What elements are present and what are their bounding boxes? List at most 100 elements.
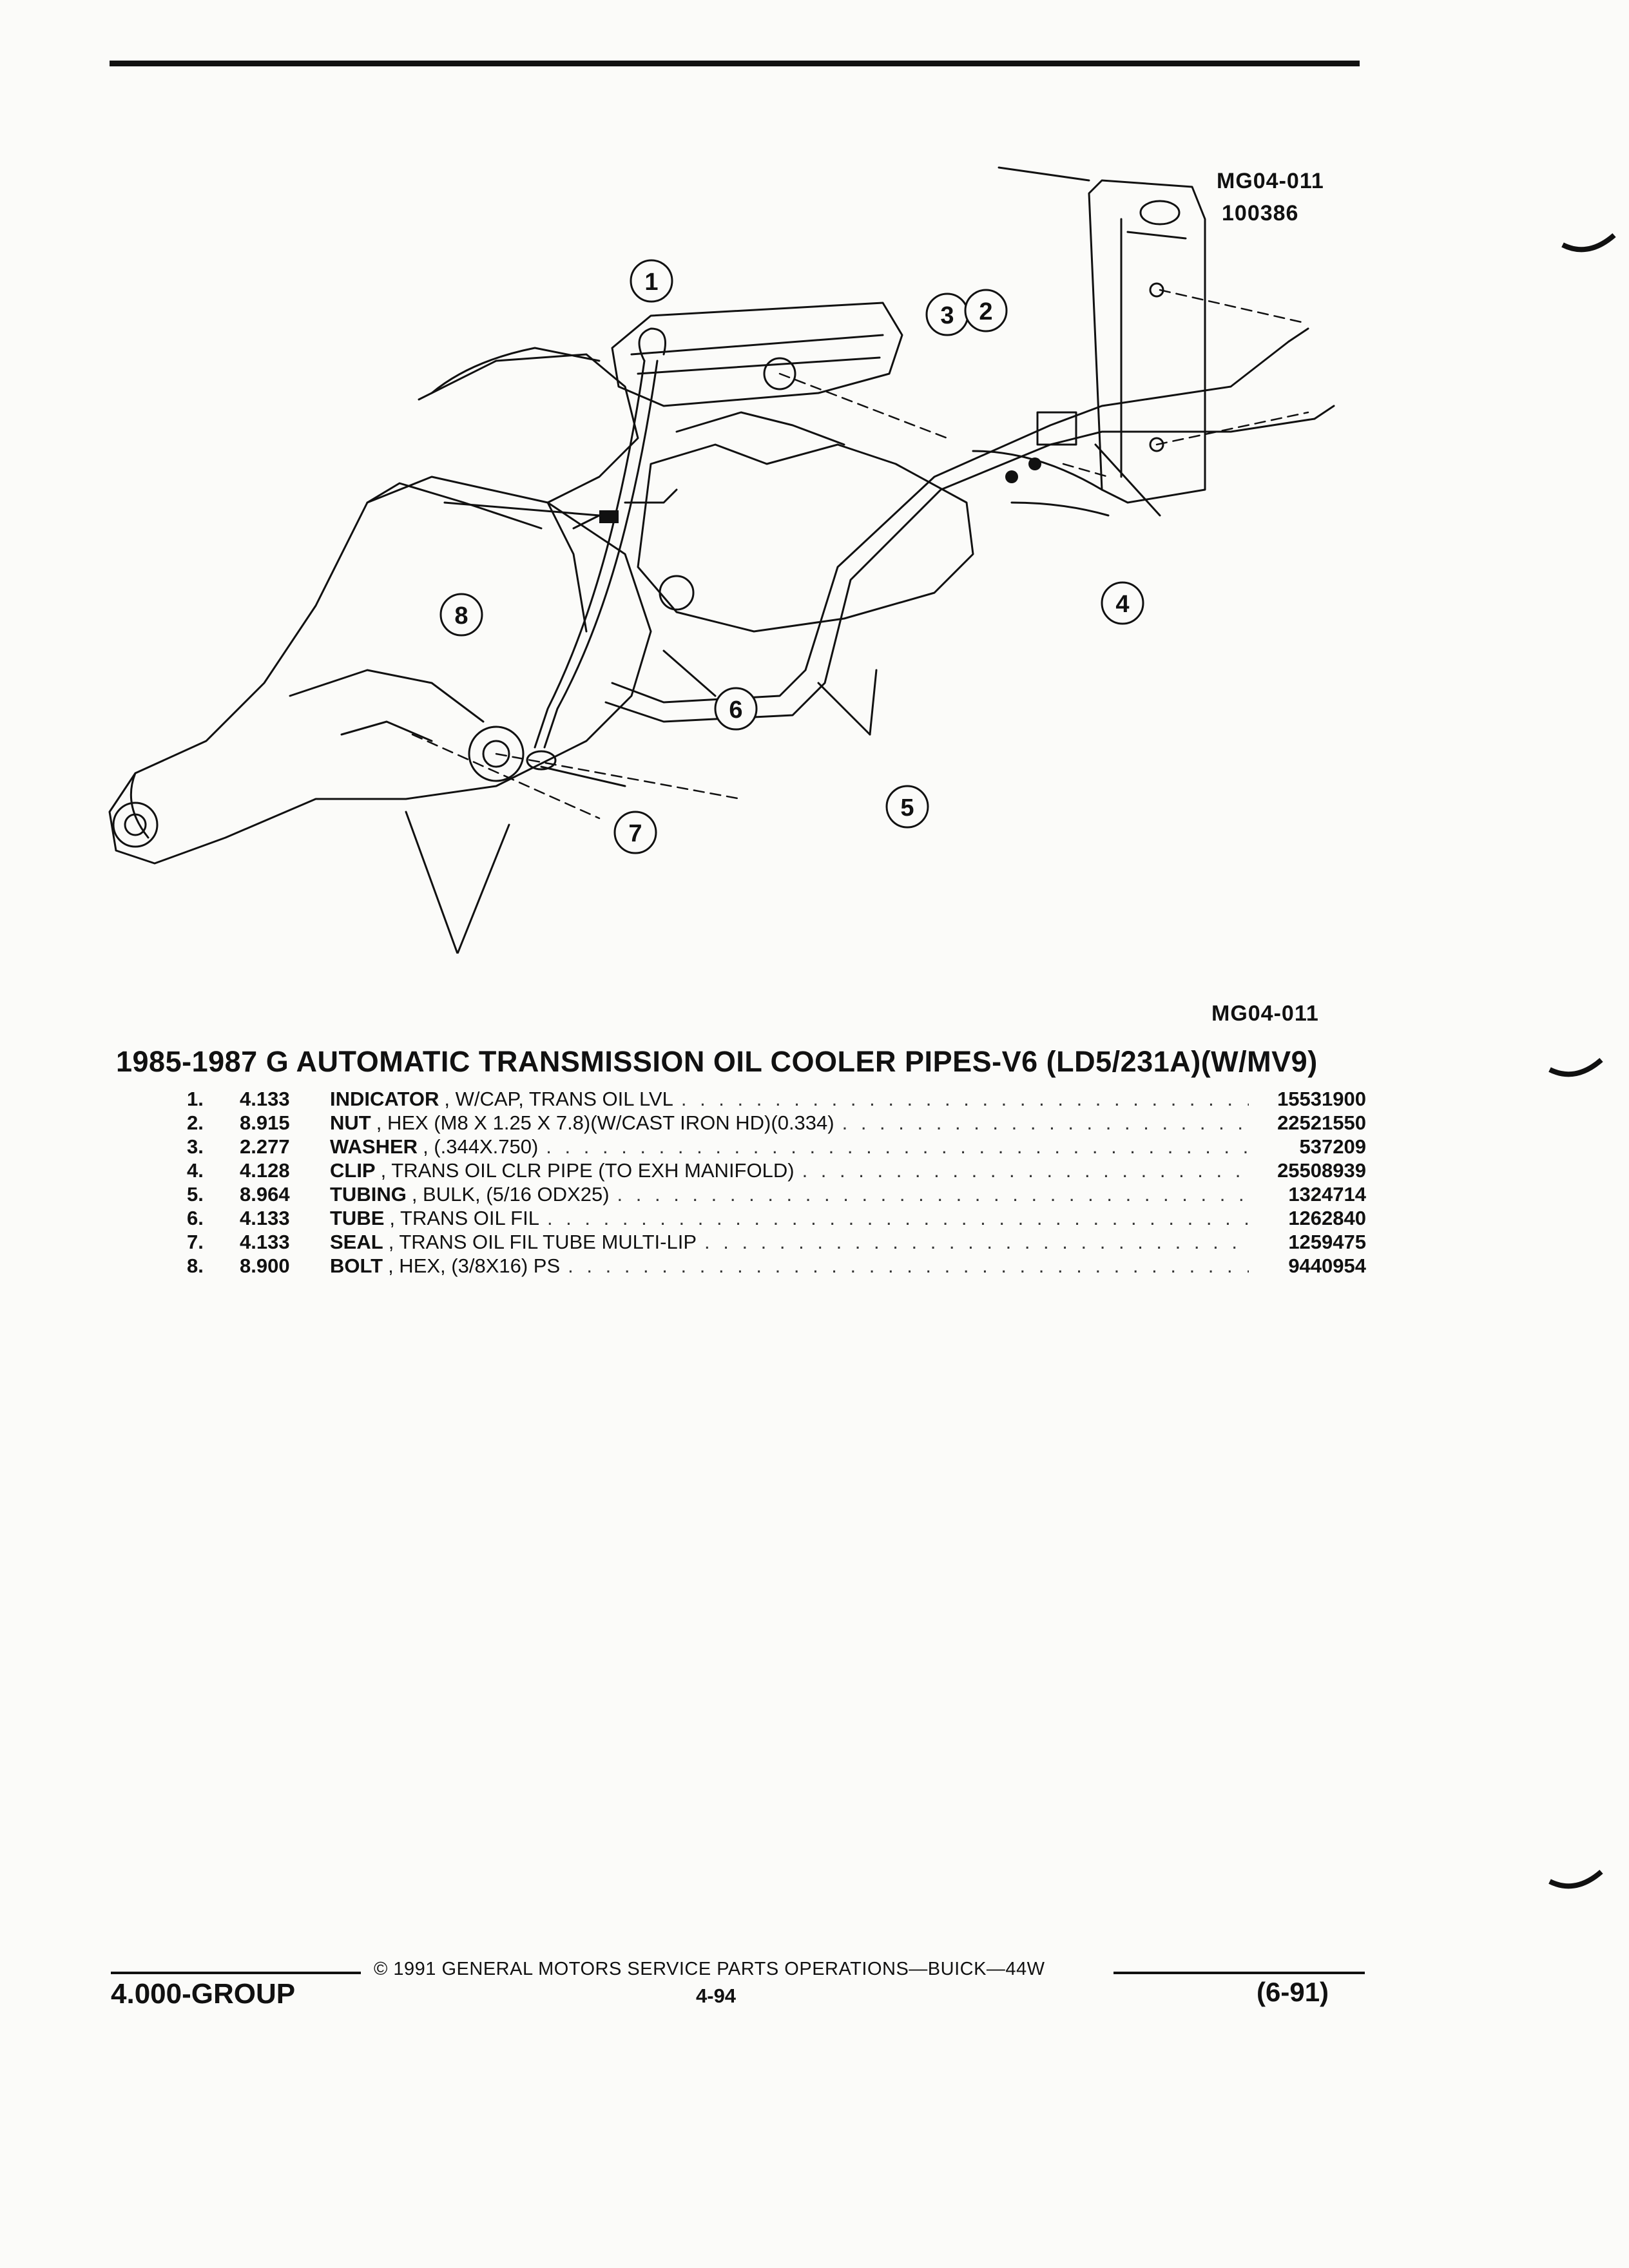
part-name: TUBING [330,1183,407,1206]
part-row: 3. 2.277 WASHER , (.344X.750) 537209 [187,1135,1366,1159]
callout-6-circle [714,687,758,731]
part-desc: , TRANS OIL CLR PIPE (TO EXH MANIFOLD) [380,1159,795,1182]
part-code: 8.964 [240,1183,290,1206]
part-number: 1262840 [1288,1207,1366,1229]
callout-7-circle [613,811,657,854]
part-desc: , (.344X.750) [423,1135,539,1158]
part-num: 4. [187,1159,204,1182]
part-row: 6. 4.133 TUBE , TRANS OIL FIL 1262840 [187,1207,1366,1231]
part-code: 4.133 [240,1088,290,1110]
part-number: 537209 [1299,1135,1366,1158]
transmission-cooler-diagram: 1 2 3 4 5 6 7 8 [108,166,1335,954]
copyright-text: © 1991 GENERAL MOTORS SERVICE PARTS OPER… [374,1959,1045,1979]
leader-dots [704,1231,1249,1254]
leader-dots [802,1159,1249,1182]
part-num: 7. [187,1231,204,1253]
part-row: 5. 8.964 TUBING , BULK, (5/16 ODX25) 132… [187,1183,1366,1207]
part-number: 1324714 [1288,1183,1366,1206]
margin-mark [1548,1869,1603,1889]
figure-date-code: 100386 [1222,201,1299,226]
part-code: 8.900 [240,1254,290,1277]
part-row: 2. 8.915 NUT , HEX (M8 X 1.25 X 7.8)(W/C… [187,1111,1366,1135]
page-title: 1985-1987 G AUTOMATIC TRANSMISSION OIL C… [116,1045,1318,1078]
leader-dots [546,1135,1249,1158]
part-name: INDICATOR [330,1088,439,1110]
footer-rule-left [111,1972,361,1974]
figure-code-bottom: MG04-011 [1211,1001,1319,1026]
part-code: 8.915 [240,1111,290,1134]
footer-rule-right [1113,1972,1365,1974]
group-label: 4.000-GROUP [111,1978,296,2010]
top-rule [110,61,1360,66]
part-row: 8. 8.900 BOLT , HEX, (3/8X16) PS 9440954 [187,1254,1366,1278]
part-number: 25508939 [1277,1159,1366,1182]
dipstick-loop [638,327,666,362]
page-number: 4-94 [696,1984,737,2007]
revision-date: (6-91) [1257,1977,1329,2007]
part-row: 7. 4.133 SEAL , TRANS OIL FIL TUBE MULTI… [187,1231,1366,1254]
radiator [1088,179,1206,504]
callout-2: 2 [979,298,992,325]
bolt-shape [599,510,619,523]
part-number: 9440954 [1288,1254,1366,1277]
part-row: 4. 4.128 CLIP , TRANS OIL CLR PIPE (TO E… [187,1159,1366,1183]
valve-cover [611,302,903,407]
part-num: 1. [187,1088,204,1110]
callout-7: 7 [628,820,642,847]
cooler-line-upper [611,340,1290,704]
part-num: 5. [187,1183,204,1206]
part-code: 4.133 [240,1207,290,1229]
callout-4: 4 [1115,591,1129,618]
part-desc: , TRANS OIL FIL TUBE MULTI-LIP [388,1231,697,1253]
part-number: 22521550 [1277,1111,1366,1134]
cooler-line-lower [604,418,1316,723]
leader-dots [681,1088,1249,1111]
parts-list: 1. 4.133 INDICATOR , W/CAP, TRANS OIL LV… [187,1088,1366,1278]
part-num: 2. [187,1111,204,1134]
transmission-body [108,476,652,865]
callout-1: 1 [644,269,658,296]
part-num: 6. [187,1207,204,1229]
part-name: TUBE [330,1207,385,1229]
callout-1-circle [630,259,673,303]
part-name: CLIP [330,1159,376,1182]
part-desc: , W/CAP, TRANS OIL LVL [444,1088,673,1110]
part-code: 4.128 [240,1159,290,1182]
part-num: 8. [187,1254,204,1277]
margin-mark [1561,233,1616,253]
exhaust-manifold [637,443,974,633]
part-row: 1. 4.133 INDICATOR , W/CAP, TRANS OIL LV… [187,1088,1366,1111]
part-desc: , HEX (M8 X 1.25 X 7.8)(W/CAST IRON HD)(… [376,1111,834,1134]
washer-shape [1005,470,1018,483]
leader-dots [547,1207,1249,1230]
part-number: 15531900 [1277,1088,1366,1110]
part-code: 4.133 [240,1231,290,1253]
callout-5: 5 [900,794,914,822]
fill-tube-inner [543,360,659,749]
callout-2-circle [964,289,1008,332]
part-desc: , HEX, (3/8X16) PS [388,1254,561,1277]
margin-mark [1548,1057,1603,1077]
leader-dots [842,1111,1249,1135]
callout-6: 6 [729,697,742,724]
callout-5-circle [885,785,929,829]
part-code: 2.277 [240,1135,290,1158]
part-num: 3. [187,1135,204,1158]
part-name: NUT [330,1111,371,1134]
nut-shape [1028,457,1041,470]
part-number: 1259475 [1288,1231,1366,1253]
part-desc: , TRANS OIL FIL [389,1207,539,1229]
clip-shape [1036,411,1077,446]
callout-8-circle [439,593,483,637]
part-name: BOLT [330,1254,383,1277]
engine-outline [418,353,639,504]
part-name: WASHER [330,1135,418,1158]
fill-tube [534,360,646,749]
leader-dots [568,1254,1249,1278]
callout-8: 8 [454,602,468,629]
leader-dots [617,1183,1249,1206]
part-desc: , BULK, (5/16 ODX25) [411,1183,610,1206]
part-name: SEAL [330,1231,383,1253]
figure-code-top: MG04-011 [1217,169,1324,193]
callout-3: 3 [940,302,954,329]
